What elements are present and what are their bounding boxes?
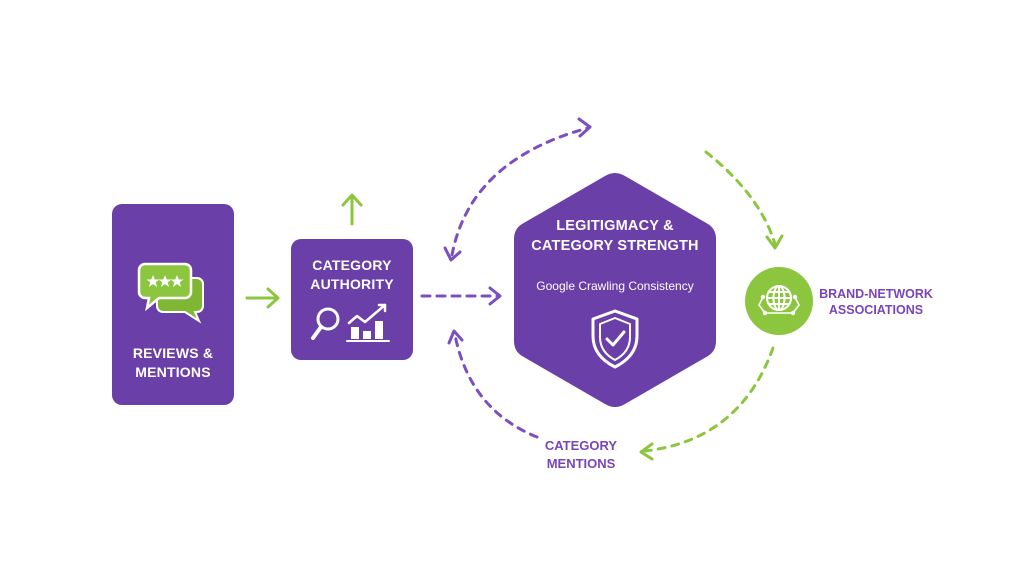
- authority-label-line2: AUTHORITY: [310, 276, 394, 292]
- legitimacy-subtitle: Google Crawling Consistency: [536, 279, 694, 293]
- arrow-authority-up: [341, 193, 363, 226]
- reviews-label-line2: MENTIONS: [135, 364, 211, 380]
- legitimacy-title-line2: CATEGORY STRENGTH: [531, 238, 699, 254]
- category-mentions-label-line1: CATEGORY: [544, 438, 618, 453]
- category-mentions-label-line2: MENTIONS: [546, 456, 616, 471]
- category-authority-card: CATEGORY AUTHORITY: [291, 239, 413, 360]
- chat-stars-icon: [137, 262, 204, 324]
- arc-mentions-to-authority: [447, 329, 539, 439]
- brand-network-label-line2: ASSOCIATIONS: [828, 303, 924, 317]
- shield-check-icon: [591, 309, 639, 369]
- reviews-mentions-card: REVIEWS & MENTIONS: [112, 204, 234, 405]
- search-growth-chart-icon: [311, 303, 390, 342]
- brand-network-label-line1: BRAND-NETWORK: [819, 287, 933, 301]
- arc-top-left-bidirectional: [443, 117, 592, 262]
- legitimacy-title-line1: LEGITIGMACY &: [556, 218, 674, 234]
- arrow-reviews-to-authority: [245, 287, 280, 309]
- arrow-authority-to-legitimacy: [420, 286, 502, 306]
- legitimacy-hexagon: [514, 173, 716, 407]
- reviews-label-line1: REVIEWS &: [132, 345, 214, 361]
- authority-label-line1: CATEGORY: [312, 257, 392, 273]
- globe-network-icon: [745, 267, 813, 335]
- arc-brand-to-mentions: [639, 346, 775, 461]
- arc-to-brand-network: [704, 150, 784, 250]
